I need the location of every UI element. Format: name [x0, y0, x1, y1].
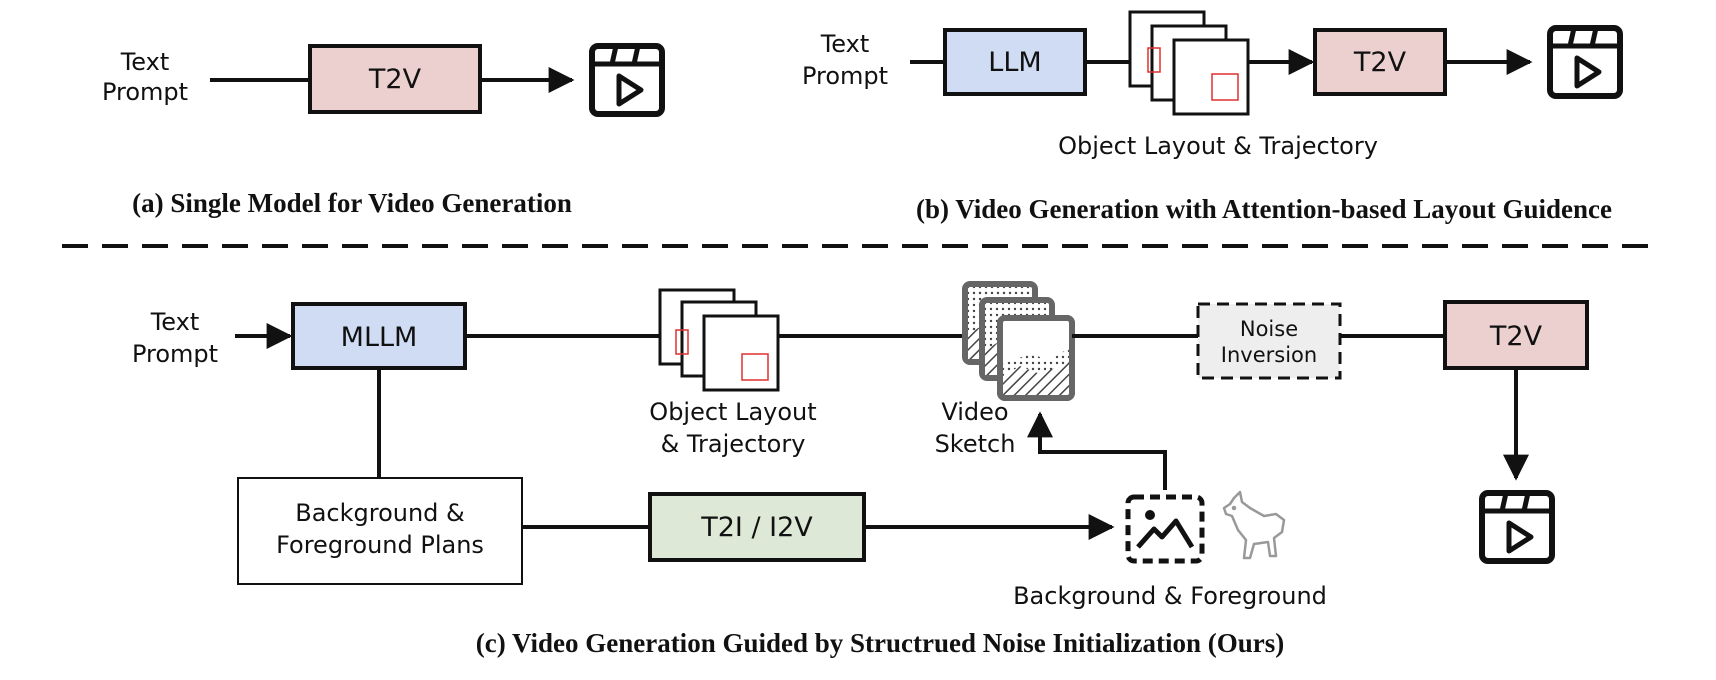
layout-frames-icon	[1128, 10, 1250, 116]
panel-b: Text Prompt LLM T2V Object Layout & Traj…	[802, 10, 1623, 224]
mllm-label: MLLM	[341, 322, 418, 353]
text-prompt-label-line2: Prompt	[102, 78, 188, 106]
sketch-label-line1: Video	[941, 398, 1008, 426]
noise-label-line1: Noise	[1240, 317, 1298, 341]
noise-inversion-box	[1196, 302, 1342, 380]
text-prompt-label-line2: Prompt	[802, 62, 888, 90]
caption-a: (a) Single Model for Video Generation	[132, 188, 572, 218]
text-prompt-label-line1: Text	[820, 30, 870, 58]
dog-outline-icon	[1222, 490, 1286, 560]
t2i-label: T2I / I2V	[700, 512, 813, 543]
llm-box	[943, 28, 1087, 96]
plans-box	[237, 477, 523, 585]
background-image-icon	[1125, 494, 1205, 564]
video-sketch-frames-icon	[962, 281, 1075, 401]
sketch-label-line2: Sketch	[935, 430, 1016, 458]
t2i-i2v-box	[648, 492, 866, 562]
text-prompt-label-line1: Text	[120, 48, 170, 76]
arrow-to-sketch	[1027, 411, 1167, 490]
video-clapper-play-icon	[589, 43, 665, 117]
text-prompt-label-line1: Text	[150, 308, 200, 336]
llm-label: LLM	[988, 47, 1041, 78]
bgfg-label: Background & Foreground	[1013, 582, 1327, 610]
t2v-label: T2V	[1353, 47, 1407, 78]
noise-label-line2: Inversion	[1221, 343, 1317, 367]
caption-b: (b) Video Generation with Attention-base…	[916, 194, 1612, 224]
layout-label-line1: Object Layout	[649, 398, 816, 426]
t2v-box	[1443, 300, 1589, 370]
panel-a: Text Prompt T2V (a) Single Model for Vid…	[102, 43, 665, 218]
layout-label-line2: & Trajectory	[661, 430, 806, 458]
video-clapper-play-icon	[1479, 490, 1555, 564]
caption-c: (c) Video Generation Guided by Structrue…	[476, 628, 1284, 658]
t2v-box	[1313, 28, 1447, 96]
layout-label: Object Layout & Trajectory	[1058, 132, 1378, 160]
t2v-label: T2V	[368, 64, 422, 95]
layout-frames-icon	[658, 288, 780, 392]
plans-label-line1: Background &	[295, 499, 465, 527]
plans-label-line2: Foreground Plans	[276, 531, 484, 559]
video-clapper-play-icon	[1547, 25, 1623, 99]
text-prompt-label-line2: Prompt	[132, 340, 218, 368]
t2v-label: T2V	[1489, 321, 1543, 352]
panel-c: Text Prompt MLLM Object Layout & Traject…	[132, 281, 1589, 658]
